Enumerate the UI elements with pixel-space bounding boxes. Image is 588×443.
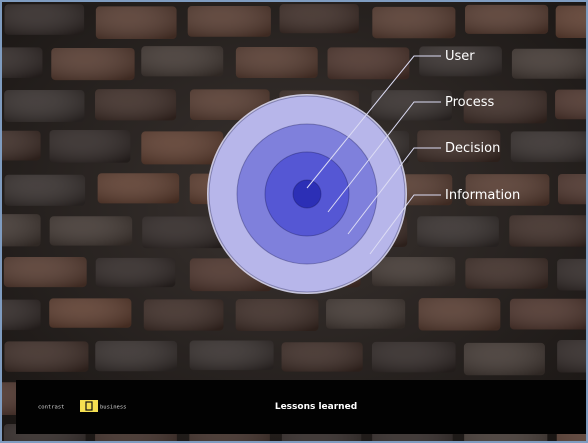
brick-shade	[417, 130, 501, 162]
brick-shade	[4, 341, 89, 372]
brick-shade	[0, 130, 41, 161]
brick-shade	[418, 298, 501, 331]
brick-shade	[557, 258, 588, 291]
leader-line-information	[369, 194, 441, 255]
brick-shade	[326, 299, 406, 329]
logo-mark	[85, 401, 93, 411]
brick-shade	[95, 6, 177, 40]
brick-shade	[95, 340, 178, 372]
contrast-business-logo: contrast business	[38, 400, 127, 412]
brick-shade	[141, 46, 224, 77]
brick-shade	[557, 340, 588, 373]
label-decision: Decision	[445, 141, 500, 156]
brick-shade	[419, 46, 502, 77]
brick-shade	[463, 342, 545, 376]
brick-shade	[95, 257, 176, 288]
leader-line-decision	[347, 147, 441, 235]
brick-shade	[281, 342, 363, 372]
brick-shade	[465, 174, 550, 206]
brick-shade	[49, 298, 132, 328]
brick-shade	[4, 174, 86, 206]
brick-shade	[4, 4, 85, 35]
brick-shade	[463, 90, 547, 124]
brick-shade	[95, 89, 177, 121]
brick-shade	[372, 256, 456, 287]
brick-shade	[509, 215, 588, 247]
brick-shade	[0, 299, 41, 331]
brick-shade	[555, 5, 588, 39]
leader-line-process	[327, 101, 441, 213]
label-information: Information	[445, 188, 520, 203]
brick-shade	[465, 4, 549, 34]
brick-shade	[189, 340, 274, 371]
brick-shade	[49, 130, 131, 163]
brick-shade	[372, 6, 456, 39]
brick-shade	[511, 48, 588, 79]
brick-shade	[327, 47, 410, 80]
footer-caption: Lessons learned	[274, 402, 358, 412]
brick-shade	[465, 258, 548, 289]
brick-shade	[187, 6, 271, 37]
label-process: Process	[445, 95, 495, 110]
brick-shade	[49, 216, 133, 246]
brick-shade	[141, 131, 224, 165]
brick-shade	[555, 89, 588, 120]
brick-shade	[235, 46, 318, 78]
logo-word-contrast: contrast	[38, 405, 65, 411]
brick-shade	[509, 298, 588, 330]
brick-shade	[97, 173, 180, 204]
brick-shade	[557, 173, 588, 205]
brick-shade	[371, 341, 456, 373]
brick-shade	[3, 257, 87, 288]
label-user: User	[445, 49, 475, 64]
footer-bar: contrast business Lessons learned	[16, 380, 586, 434]
logo-yellow-block	[80, 400, 98, 412]
brick-shade	[417, 216, 499, 248]
brick-shade	[4, 90, 85, 122]
brick-shade	[510, 131, 588, 163]
brick-shade	[0, 47, 43, 78]
logo-word-business: business	[100, 405, 127, 411]
brick-shade	[279, 4, 359, 34]
brick-shade	[143, 299, 224, 331]
leader-line-user	[306, 55, 441, 189]
circle-user	[292, 179, 322, 209]
brick-shade	[235, 299, 319, 332]
brick-shade	[142, 216, 226, 249]
brick-shade	[51, 47, 135, 81]
brick-shade	[0, 214, 41, 247]
